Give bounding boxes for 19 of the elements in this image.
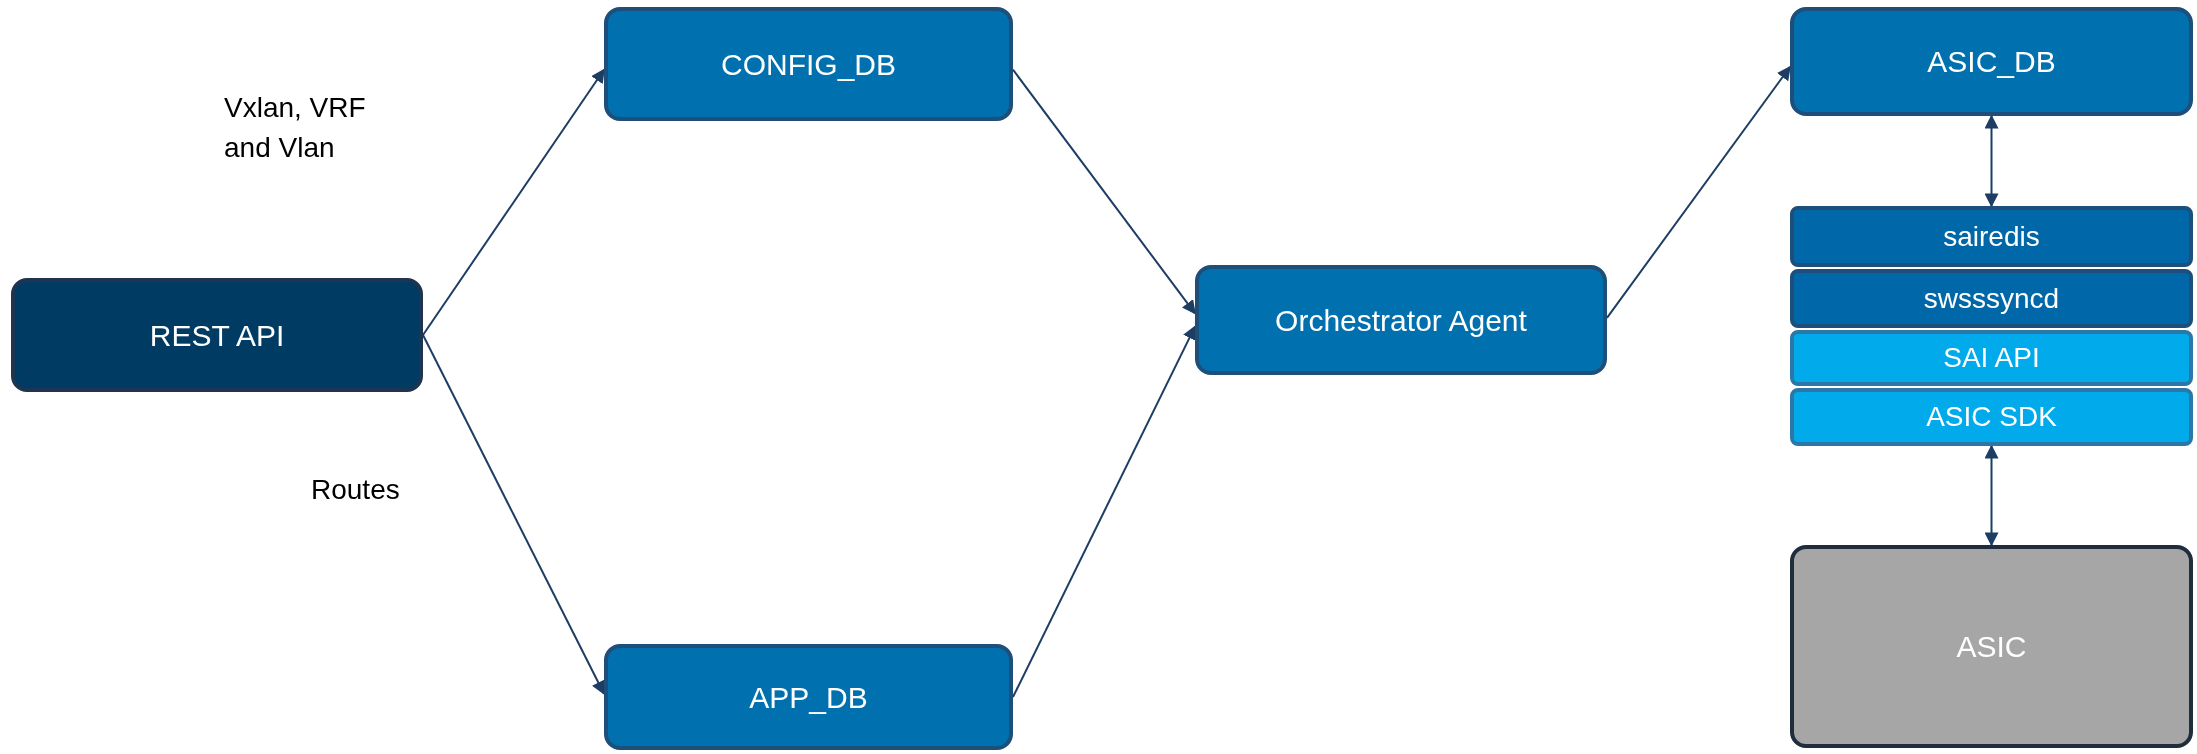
process-box: ASIC	[1790, 545, 2193, 748]
process-box: Orchestrator Agent	[1195, 265, 1607, 375]
process-box: swsssyncd	[1790, 269, 2193, 328]
process-box: ASIC SDK	[1790, 388, 2193, 446]
arrow	[422, 68, 605, 336]
process-box: CONFIG_DB	[604, 7, 1013, 121]
process-box: REST API	[11, 278, 423, 392]
arrow	[1984, 114, 1999, 208]
arrow	[1606, 65, 1791, 319]
edge-note: Vxlan, VRF and Vlan	[224, 91, 367, 165]
arrow	[1012, 68, 1196, 315]
process-box: SAI API	[1790, 330, 2193, 386]
arrow	[1012, 325, 1196, 698]
edge-note: Routes	[311, 473, 400, 507]
process-box: sairedis	[1790, 206, 2193, 267]
arrow	[1984, 444, 1999, 547]
process-box: ASIC_DB	[1790, 7, 2193, 116]
process-box: APP_DB	[604, 644, 1013, 750]
arrow	[422, 334, 605, 696]
